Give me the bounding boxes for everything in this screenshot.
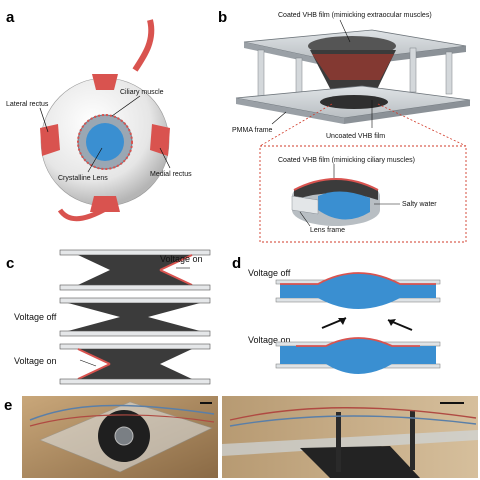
pillar-4: [445, 51, 453, 95]
c-film-3-top: [78, 349, 192, 364]
c-film-2-top: [68, 303, 200, 317]
d-off-lens: [280, 273, 436, 309]
label-crystalline-lens: Crystalline Lens: [58, 175, 108, 182]
label-lens-frame: Lens frame: [310, 227, 345, 234]
salty-water-lens: [318, 191, 370, 220]
c-plate-5: [59, 343, 211, 350]
cone-coated-strips: [312, 54, 394, 80]
panel-letter-d: d: [232, 255, 241, 272]
label-c-voltage-on-top: Voltage on: [160, 254, 203, 264]
leader-lens: [87, 147, 103, 173]
label-salty-water: Salty water: [402, 201, 437, 208]
photo1-lens: [114, 426, 134, 446]
d-on-coat: [296, 337, 420, 347]
panel-c: c Voltage on Voltage off Voltage on: [6, 249, 211, 385]
d-arrowhead-left: [338, 318, 346, 325]
photo2-wire-blue: [229, 415, 477, 427]
inferior-rectus-muscle: [90, 196, 120, 212]
leader-ciliary: [111, 95, 141, 117]
c-film-1-bottom: [78, 270, 192, 285]
c-film-1-top: [78, 255, 192, 270]
panel-e: e: [4, 396, 478, 478]
superior-rectus-muscle: [92, 74, 118, 90]
label-lateral-rectus: Lateral rectus: [6, 101, 49, 108]
panel-letter-e: e: [4, 397, 12, 414]
lens-coated-edge: [293, 178, 379, 191]
bottom-plate-edge-right: [344, 100, 470, 124]
c-film-2-bottom: [68, 317, 200, 331]
c-plate-6: [59, 378, 211, 385]
lens-frame-cut: [291, 195, 319, 215]
d-arrowhead-right: [388, 319, 396, 326]
leader-pmma: [271, 111, 287, 125]
d-off-coat: [280, 272, 436, 285]
d-on-lens: [280, 338, 436, 374]
photo2-wire-red: [229, 407, 477, 421]
panel-d: d Voltage off Voltage on: [232, 255, 441, 374]
photo1-wire-red: [29, 414, 215, 427]
zoom-line-right: [377, 103, 467, 147]
panel-b: b Coated VHB film (mimicking extraocular…: [218, 9, 471, 243]
c-film-3-bottom: [78, 364, 192, 379]
panel-letter-c: c: [6, 255, 14, 272]
bottom-plate-edge-front: [236, 98, 344, 124]
ciliary-muscle-ring: [77, 114, 133, 170]
superior-muscle-tail: [132, 19, 155, 72]
leader-lateral: [39, 107, 49, 133]
label-d-voltage-off: Voltage off: [248, 268, 291, 278]
photo2-scale-bar: [440, 402, 464, 404]
photo2-post-2: [410, 410, 415, 470]
label-ciliary-muscle: Ciliary muscle: [120, 89, 164, 96]
pillar-3: [409, 47, 417, 93]
c-coat-1a: [159, 254, 193, 271]
top-plate-edge-front: [244, 42, 336, 68]
photo2-cone-film: [300, 446, 420, 478]
bottom-plate-film: [320, 95, 388, 109]
label-medial-rectus: Medial rectus: [150, 171, 192, 178]
c-plate-2: [59, 284, 211, 291]
leader-c-on-bottom: [79, 359, 97, 367]
photo1-scale-bar: [200, 402, 212, 404]
label-d-voltage-on: Voltage on: [248, 335, 291, 345]
leader-coated-extraocular: [339, 19, 351, 43]
label-coated-extraocular: Coated VHB film (mimicking extraocular m…: [278, 12, 432, 19]
label-pmma-frame: PMMA frame: [232, 127, 273, 134]
zoom-line-left: [259, 103, 333, 147]
photo2-post-1: [336, 412, 341, 472]
panel-a: a Ciliary muscle Lateral rectus Crystall…: [6, 9, 192, 222]
panel-letter-b: b: [218, 9, 227, 26]
medial-rectus-muscle: [150, 124, 170, 156]
crystalline-lens: [86, 123, 124, 161]
pillar-1: [257, 49, 265, 97]
panel-letter-a: a: [6, 9, 15, 26]
c-coat-3b: [77, 363, 111, 380]
label-c-voltage-on-bottom: Voltage on: [14, 356, 57, 366]
label-uncoated-vhb: Uncoated VHB film: [326, 133, 385, 140]
c-plate-3: [59, 297, 211, 304]
c-coat-3a: [77, 348, 111, 365]
c-plate-4: [59, 330, 211, 337]
leader-lens-frame: [299, 211, 311, 227]
leader-medial: [159, 147, 171, 169]
photo1-wire-blue: [29, 404, 215, 421]
c-coat-1b: [159, 269, 193, 286]
label-c-voltage-off: Voltage off: [14, 312, 57, 322]
label-coated-ciliary: Coated VHB film (mimicking ciliary muscl…: [278, 157, 415, 164]
lateral-rectus-muscle: [40, 124, 60, 156]
